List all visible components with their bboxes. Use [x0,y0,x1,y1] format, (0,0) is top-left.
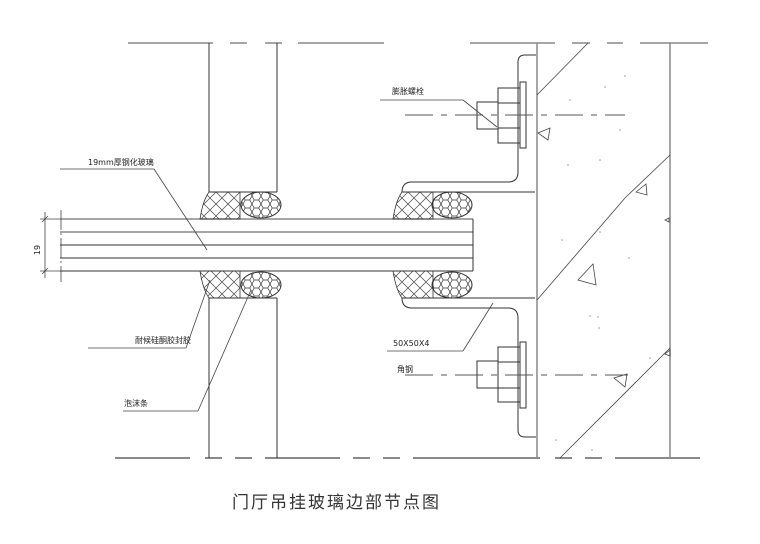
sealant-right-bottom [392,270,434,299]
leader-angle-size: 50X50X4 [387,302,494,352]
foam-rod-left-bottom [240,271,282,299]
expansion-bolt-top [405,81,625,149]
label-expansion-bolt: 膨胀螺栓 [392,86,424,96]
label-sealant: 耐候硅酮胶封胶 [135,335,191,345]
dimension-label: 19 [33,245,42,255]
leader-sealant: 耐候硅酮胶封胶 [88,279,211,349]
leader-glass: 19mm厚钢化玻璃 [60,157,208,251]
concrete-wall [536,42,671,459]
label-glass: 19mm厚钢化玻璃 [88,157,154,167]
left-frame-post [208,43,278,458]
top-angle-steel [401,54,536,193]
foam-rod-left-top [240,191,282,219]
sealant-left-bottom [199,270,241,299]
foam-rod-right-top [431,191,473,219]
bottom-angle-steel [401,297,536,438]
foam-rod-right-bottom [431,271,473,299]
leader-foam-rod: 泡沫条 [123,289,252,412]
drawing-title: 门厅吊挂玻璃边部节点图 [232,493,441,513]
sealant-right-top [392,191,434,220]
label-angle-size: 50X50X4 [393,339,429,348]
glass-thickness-dimension: 19 [33,212,60,278]
label-foam-rod: 泡沫条 [124,398,148,408]
leader-expansion-bolt: 膨胀螺栓 [380,86,498,128]
expansion-bolt-bottom [405,341,628,409]
label-angle-steel: 角钢 [397,364,413,374]
sealant-left-top [199,191,241,220]
